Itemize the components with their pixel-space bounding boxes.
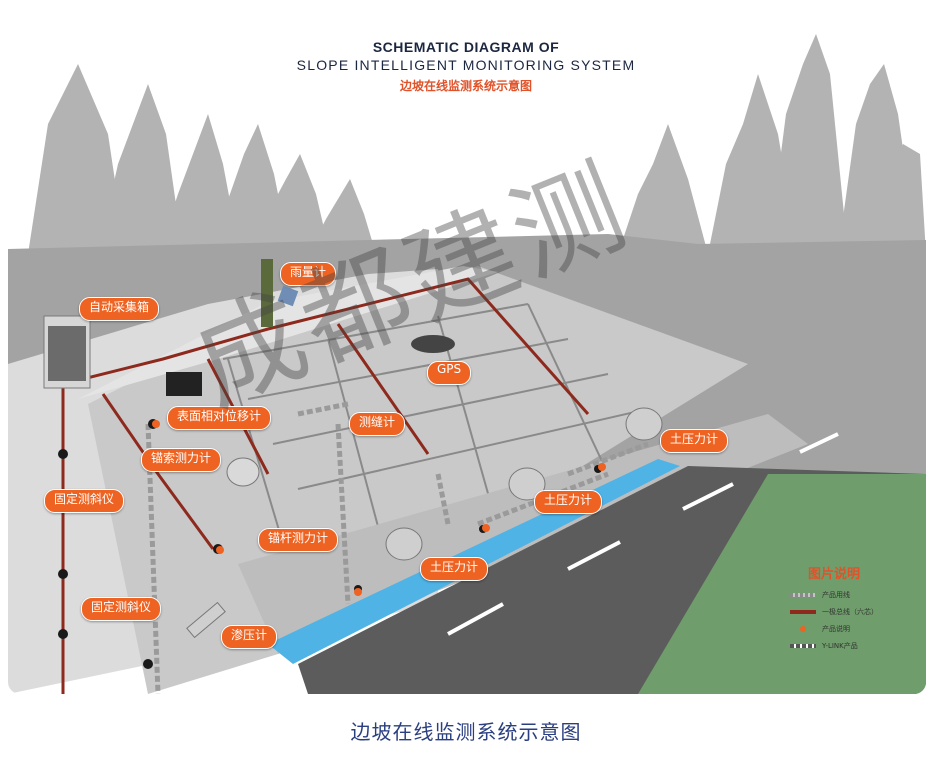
label-earth-pressure-3: 土压力计 xyxy=(660,429,729,453)
legend-item-product-line: 产品用线 xyxy=(790,588,900,605)
legend-item-ylink: Y-LINK产品 xyxy=(790,639,900,656)
diagram-illustration xyxy=(8,34,926,694)
legend-item-bus-line: 一极总线（六芯） xyxy=(790,605,900,622)
legend: 图片说明 产品用线 一极总线（六芯） 产品说明 Y-LINK产品 xyxy=(790,563,900,656)
product-dots xyxy=(152,420,606,596)
label-anchor-rod-dynamometer: 锚杆测力计 xyxy=(258,528,339,552)
label-gps: GPS xyxy=(427,361,472,385)
legend-label: 一极总线（六芯） xyxy=(822,608,878,616)
legend-label: 产品说明 xyxy=(822,625,850,633)
rain-gauge-icon xyxy=(261,259,273,327)
label-earth-pressure-2: 土压力计 xyxy=(534,490,603,514)
label-surface-displacement: 表面相对位移计 xyxy=(167,406,272,430)
road-markings xyxy=(447,432,839,636)
earth-pressure-icon-2 xyxy=(508,467,546,501)
legend-label: Y-LINK产品 xyxy=(822,642,858,650)
legend-label: 产品用线 xyxy=(822,591,850,599)
caption: 边坡在线监测系统示意图 xyxy=(350,720,582,744)
label-fixed-inclinometer-2: 固定测斜仪 xyxy=(81,597,162,621)
label-rain-gauge: 雨量计 xyxy=(280,262,337,286)
label-anchor-cable-dynamometer: 锚索测力计 xyxy=(141,448,222,472)
title-line-3: 边坡在线监测系统示意图 xyxy=(399,79,532,93)
label-earth-pressure-1: 土压力计 xyxy=(420,557,489,581)
grass-field xyxy=(638,474,926,694)
bus-lines xyxy=(61,277,590,694)
tree-silhouettes xyxy=(28,34,926,254)
diagram-frame xyxy=(8,4,926,694)
label-auto-collection-box: 自动采集箱 xyxy=(79,297,160,321)
legend-item-product-note: 产品说明 xyxy=(790,622,900,639)
label-piezometer: 渗压计 xyxy=(221,625,278,649)
label-crack-meter: 测缝计 xyxy=(349,412,406,436)
label-fixed-inclinometer-1: 固定测斜仪 xyxy=(44,489,125,513)
legend-title: 图片说明 xyxy=(808,567,861,582)
surface-displacement-icon xyxy=(166,372,202,396)
piezometer-icon xyxy=(186,601,226,639)
gps-icon xyxy=(411,335,455,353)
title-line-2: SLOPE INTELLIGENT MONITORING SYSTEM xyxy=(296,57,636,73)
earth-pressure-icon-1 xyxy=(385,527,423,561)
title-line-1: SCHEMATIC DIAGRAM OF xyxy=(372,39,560,55)
anchor-cable-icon xyxy=(226,457,260,487)
earth-pressure-icon-3 xyxy=(625,407,663,441)
